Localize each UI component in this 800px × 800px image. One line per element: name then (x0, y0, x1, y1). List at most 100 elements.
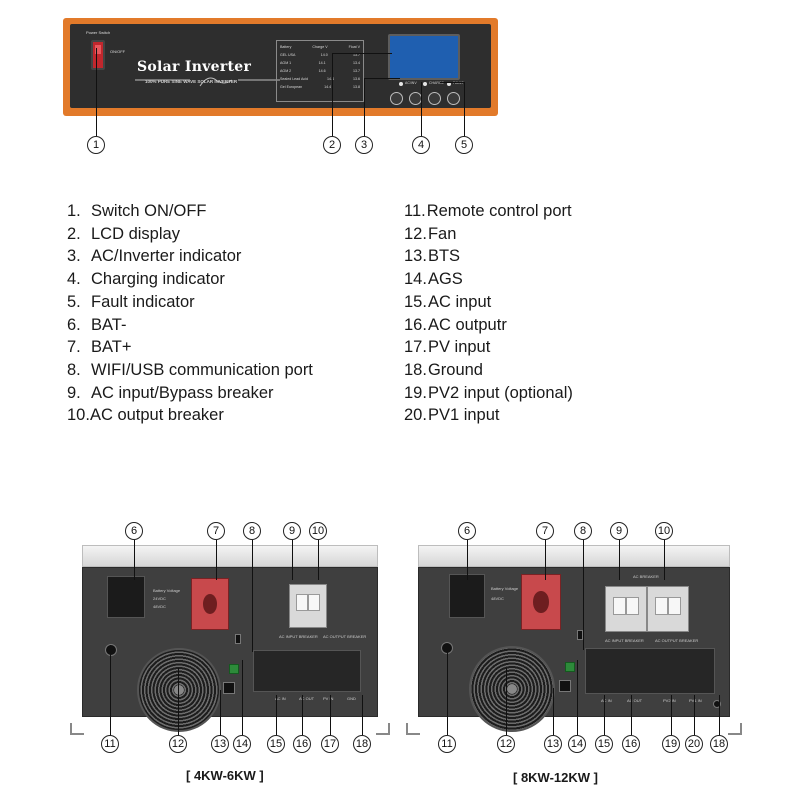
switch-tag: ON/OFF (110, 49, 126, 54)
ac-breakers (289, 584, 327, 628)
leader-line (464, 82, 465, 136)
table-cell: 13.8 (353, 85, 360, 89)
table-cell: 14.4 (326, 77, 334, 81)
leader-line (467, 540, 468, 580)
callout-7: 7 (207, 522, 225, 540)
breaker-label: AC OUTPUT BREAKER (655, 638, 699, 643)
table-cell: AGM 1 (280, 61, 292, 65)
indicator-row: AC/INV CHARGE FAULT (395, 81, 465, 87)
wifi-usb-port (577, 630, 583, 640)
bat-minus-terminal (107, 576, 145, 618)
table-header: Charge V (312, 45, 328, 49)
leader-line (604, 695, 605, 735)
terminal-cover (585, 648, 715, 694)
leader-line (276, 695, 277, 735)
legend-item: 19.PV2 input (optional) (404, 383, 573, 402)
legend-item: 11.Remote control port (404, 202, 572, 220)
leader-line (220, 690, 221, 735)
callout-5: 5 (455, 136, 473, 154)
rear-body: Battery Voltage 48VDC AC BREAKER AC INPU… (418, 567, 730, 732)
leader-line (440, 82, 464, 83)
port-label: AC IN (275, 696, 286, 701)
table-cell: 14.6 (318, 69, 326, 73)
breaker-label: AC INPUT BREAKER (605, 638, 644, 643)
table-cell: 13.7 (353, 69, 360, 73)
wifi-usb-port (235, 634, 241, 644)
ground-terminal (713, 700, 721, 708)
table-cell: AGM 2 (280, 69, 292, 73)
callout-14: 14 (233, 735, 251, 753)
breaker-caption: AC BREAKER (633, 574, 659, 579)
switch-caption: Power Switch (86, 30, 111, 35)
leader-line (110, 645, 111, 735)
callout-20: 20 (685, 735, 703, 753)
table-header: Battery (280, 45, 292, 49)
bat-plus-terminal (191, 578, 229, 630)
model-label-large: [ 8KW-12KW ] (513, 770, 598, 785)
callout-7: 7 (536, 522, 554, 540)
leader-line (96, 48, 97, 136)
fault-led-icon (447, 82, 451, 86)
callout-12: 12 (497, 735, 515, 753)
battery-voltage-value: 24VDC (153, 596, 166, 601)
charging-led-icon (423, 82, 427, 86)
table-cell: 13.4 (353, 61, 360, 65)
ac-output-breaker (647, 586, 689, 632)
leader-line (619, 540, 620, 580)
legend-item: 3.AC/Inverter indicator (67, 247, 242, 266)
callout-10: 10 (309, 522, 327, 540)
terminal-cover (253, 650, 361, 692)
table-row: AGM 2 14.6 13.7 (280, 67, 360, 75)
leader-line (292, 540, 293, 580)
table-cell: Sealed Lead Acid (280, 77, 308, 81)
callout-14: 14 (568, 735, 586, 753)
table-cell: Gel European (280, 85, 303, 89)
lcd-display (388, 34, 460, 80)
legend-item: 8.WIFI/USB communication port (67, 360, 313, 379)
table-cell: 14.0 (320, 53, 328, 57)
callout-10: 10 (655, 522, 673, 540)
legend-item: 10.AC output breaker (67, 406, 224, 425)
leader-line (631, 695, 632, 735)
table-row: AGM 1 14.1 13.4 (280, 59, 360, 67)
callout-2: 2 (323, 136, 341, 154)
table-cell: 13.7 (352, 53, 360, 57)
port-label: GND (347, 696, 356, 701)
callout-3: 3 (355, 136, 373, 154)
table-cell: 14.4 (324, 85, 332, 89)
ac-inverter-led-icon (399, 82, 403, 86)
callout-17: 17 (321, 735, 339, 753)
ac-input-breaker (605, 586, 647, 632)
callout-19: 19 (662, 735, 680, 753)
leader-line (362, 695, 363, 735)
ags-port (229, 664, 239, 674)
callout-9: 9 (610, 522, 628, 540)
leader-line (216, 540, 217, 580)
leader-line (583, 540, 584, 650)
table-cell: 14.1 (318, 61, 326, 65)
model-label-small: [ 4KW-6KW ] (186, 768, 264, 783)
leader-line (506, 668, 507, 735)
callout-13: 13 (211, 735, 229, 753)
remote-control-port (105, 644, 117, 656)
table-cell: GEL USA (280, 53, 296, 57)
leader-line (577, 660, 578, 735)
callout-16: 16 (622, 735, 640, 753)
leader-line (447, 645, 448, 735)
callout-6: 6 (458, 522, 476, 540)
leader-line (178, 668, 179, 735)
indicator-label: AC/INV (405, 81, 417, 85)
brand-title: Solar Inverter (137, 59, 252, 75)
leader-line (553, 688, 554, 735)
callout-13: 13 (544, 735, 562, 753)
rear-panel-4kw-6kw: Battery Voltage 24VDC 48VDC AC INPUT BRE… (70, 545, 390, 735)
callout-11: 11 (438, 735, 456, 753)
table-row: GEL USA 14.0 13.7 (280, 51, 360, 59)
rear-foot (406, 723, 420, 735)
fan-icon (469, 646, 555, 732)
callout-16: 16 (293, 735, 311, 753)
ags-port (565, 662, 575, 672)
port-label: AC OUT (299, 696, 315, 701)
port-label: PV2 IN (663, 698, 676, 703)
leader-line (252, 540, 253, 652)
